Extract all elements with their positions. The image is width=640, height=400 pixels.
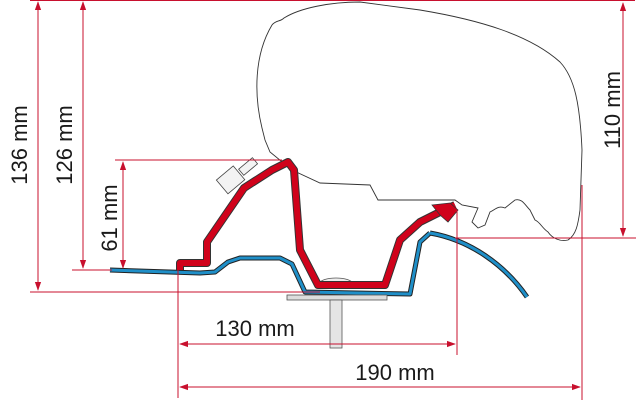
bracket-nut (215, 157, 259, 195)
label-126mm: 126 mm (52, 105, 77, 184)
label-110mm: 110 mm (600, 71, 625, 149)
roof-curve (429, 230, 530, 299)
awning-housing-outline (256, 1, 583, 241)
mounting-plate (286, 294, 388, 301)
label-190mm: 190 mm (355, 360, 434, 385)
label-130mm: 130 mm (215, 316, 294, 341)
dimension-lines (30, 0, 636, 400)
bracket-hook (431, 202, 459, 223)
bolt (329, 299, 343, 349)
label-61mm: 61 mm (97, 184, 122, 251)
label-136mm: 136 mm (7, 105, 32, 184)
